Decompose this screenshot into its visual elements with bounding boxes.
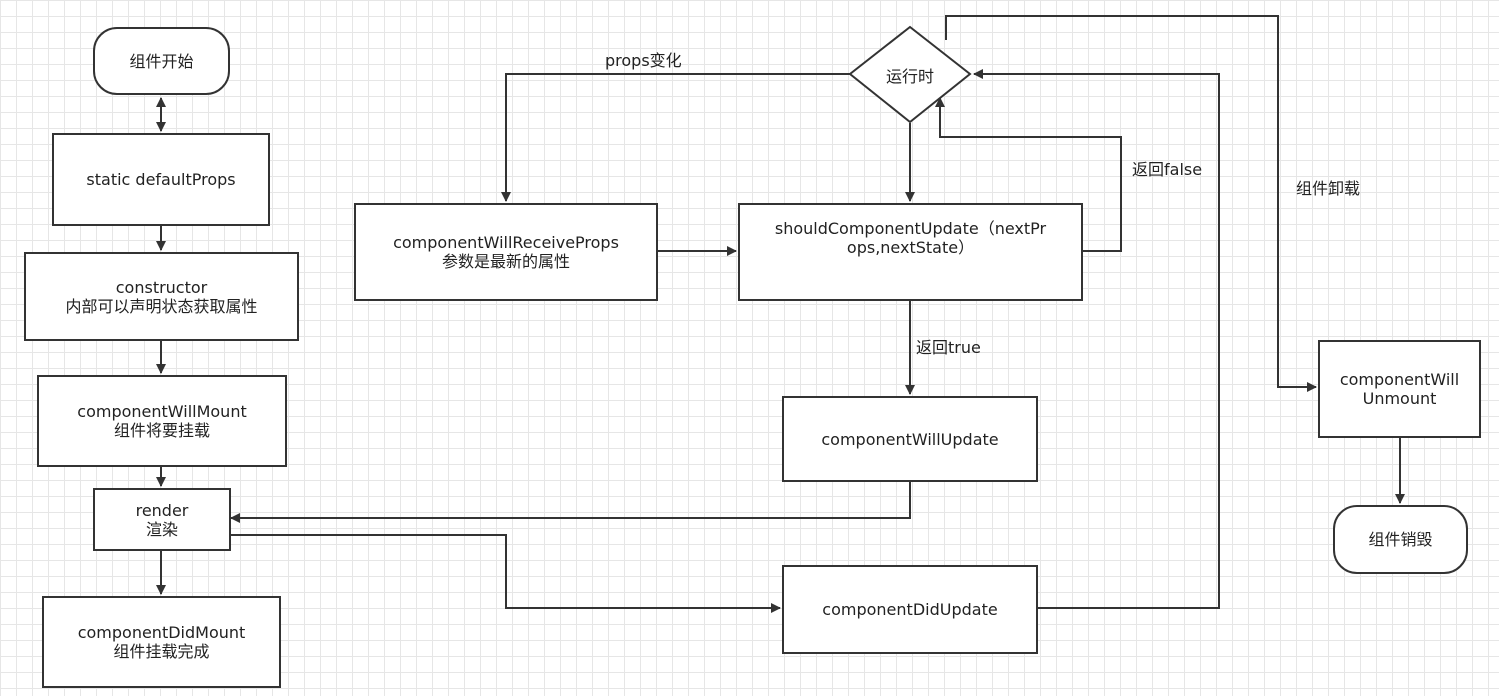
should-update-node: shouldComponentUpdate（nextPr ops,nextSta…	[738, 203, 1083, 301]
default-props-label: static defaultProps	[86, 170, 236, 189]
should-update-line1: shouldComponentUpdate（nextPr	[774, 219, 1047, 238]
render-title: render	[135, 500, 189, 520]
should-update-line2: ops,nextState）	[846, 238, 975, 257]
unmount-label: 组件卸载	[1296, 179, 1361, 198]
start-node: 组件开始	[93, 27, 230, 95]
constructor-desc: 内部可以声明状态获取属性	[65, 296, 258, 316]
will-receive-props-desc: 参数是最新的属性	[441, 252, 570, 271]
did-update-node: componentDidUpdate	[782, 565, 1038, 654]
edge-runtime-willreceiveprops	[501, 73, 850, 202]
edge-didupdate-runtime	[973, 69, 1220, 609]
return-true-label: 返回true	[916, 338, 981, 357]
render-node: render 渲染	[93, 488, 231, 551]
did-mount-title: componentDidMount	[77, 623, 246, 642]
destroy-label: 组件销毁	[1368, 530, 1433, 549]
default-props-node: static defaultProps	[52, 133, 270, 226]
will-receive-props-node: componentWillReceiveProps 参数是最新的属性	[354, 203, 658, 301]
return-false-label: 返回false	[1132, 160, 1203, 179]
edge-willupdate-render	[230, 482, 911, 523]
props-change-label: props变化	[605, 51, 682, 70]
will-receive-props-title: componentWillReceiveProps	[393, 233, 619, 252]
did-mount-desc: 组件挂载完成	[113, 642, 210, 661]
did-mount-node: componentDidMount 组件挂载完成	[42, 596, 281, 688]
edge-shouldupdate-false-runtime	[935, 97, 1122, 252]
runtime-decision-diamond	[848, 25, 972, 124]
constructor-node: constructor 内部可以声明状态获取属性	[24, 252, 299, 341]
will-unmount-node: componentWill Unmount	[1318, 340, 1481, 438]
edge-runtime-willunmount	[945, 15, 1317, 392]
edge-render-didupdate	[231, 534, 781, 613]
start-label: 组件开始	[129, 51, 194, 71]
will-mount-title: componentWillMount	[77, 402, 247, 421]
did-update-label: componentDidUpdate	[822, 600, 998, 619]
will-mount-node: componentWillMount 组件将要挂载	[37, 375, 287, 467]
will-update-node: componentWillUpdate	[782, 396, 1038, 482]
will-mount-desc: 组件将要挂载	[113, 421, 210, 440]
runtime-label: 运行时	[885, 67, 934, 86]
will-update-label: componentWillUpdate	[821, 429, 999, 449]
render-desc: 渲染	[145, 519, 178, 539]
destroy-node: 组件销毁	[1333, 505, 1468, 574]
constructor-title: constructor	[115, 277, 208, 297]
will-unmount-line2: Unmount	[1362, 389, 1437, 408]
will-unmount-line1: componentWill	[1339, 370, 1460, 389]
